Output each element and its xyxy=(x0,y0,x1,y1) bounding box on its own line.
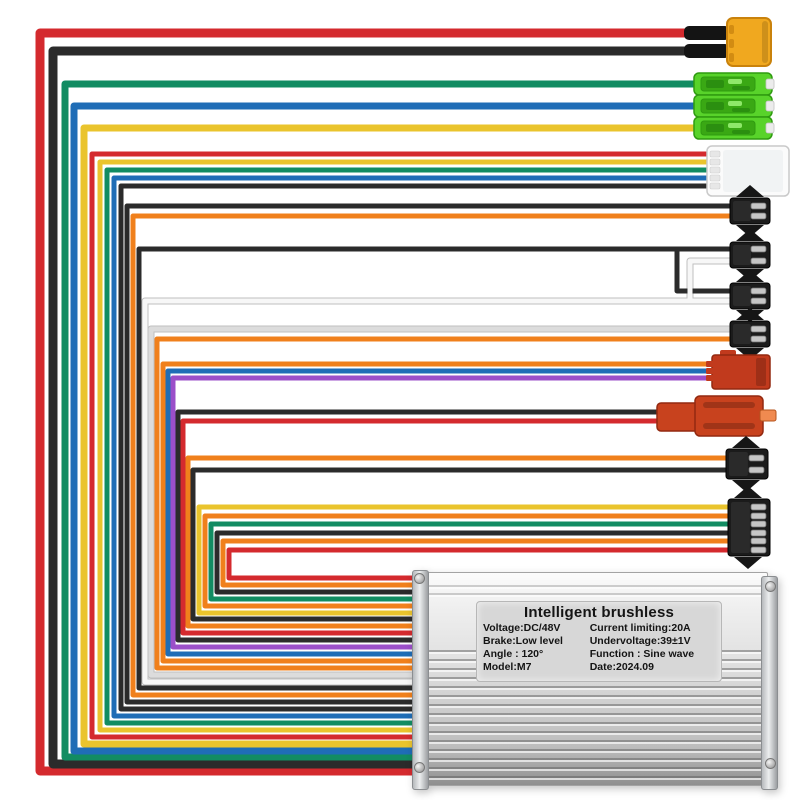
xt60-battery-connector xyxy=(684,17,772,67)
controller-left-flange xyxy=(412,570,429,790)
spec-angle: Angle : 120° xyxy=(483,648,544,660)
orange-wire xyxy=(202,513,734,609)
spec-model: Model:M7 xyxy=(483,661,532,673)
yellow-wire xyxy=(196,504,734,616)
yellow-wire xyxy=(97,159,714,733)
spec-grid: Voltage:DC/48V Current limiting:20A Brak… xyxy=(483,622,715,674)
screw-icon xyxy=(414,573,425,584)
black-wire xyxy=(674,249,734,294)
orange-wire xyxy=(130,213,734,698)
spec-function: Function : Sine wave xyxy=(589,648,695,660)
spec-current: Current limiting:20A xyxy=(589,622,691,634)
screw-icon xyxy=(765,758,776,769)
jst-red-3pin-connector xyxy=(706,350,771,390)
orange-wire xyxy=(185,455,730,629)
heatshrink-sleeve xyxy=(684,26,730,40)
red-plug-pair-connector xyxy=(656,395,777,437)
red-wire xyxy=(89,151,714,740)
controller: Intelligent brushless Voltage:DC/48V Cur… xyxy=(412,568,778,790)
red-wire xyxy=(180,418,664,636)
green-wire xyxy=(61,80,704,761)
black-wire xyxy=(118,183,714,712)
spec-label: Intelligent brushless Voltage:DC/48V Cur… xyxy=(476,601,722,682)
spec-voltage: Voltage:DC/48V xyxy=(483,622,561,634)
white-wire-outline xyxy=(686,257,734,301)
connector-latch-wing xyxy=(736,270,764,282)
white-wire xyxy=(687,258,734,301)
connector-latch-wing xyxy=(736,229,764,241)
spec-undervoltage: Undervoltage:39±1V xyxy=(589,635,691,647)
fuse-holder-3 xyxy=(693,116,775,140)
black-wire xyxy=(124,203,734,705)
green-wire xyxy=(208,521,734,602)
sm-2pin-connector-4 xyxy=(729,308,771,360)
connector-latch-wing xyxy=(736,185,764,197)
spec-brake: Brake:Low level xyxy=(483,635,563,647)
black-wire xyxy=(214,530,734,595)
connector-latch-wing xyxy=(732,436,760,448)
sm-6pin-connector xyxy=(727,486,771,569)
device-title: Intelligent brushless xyxy=(523,604,675,621)
connector-latch-wing xyxy=(736,348,764,360)
wires-layer xyxy=(35,28,734,776)
connector-latch-wing xyxy=(734,557,762,569)
sm-2pin-connector-1 xyxy=(729,185,771,237)
spec-date: Date:2024.09 xyxy=(589,661,654,673)
screw-icon xyxy=(414,762,425,773)
red-wire xyxy=(226,547,734,581)
screw-icon xyxy=(765,581,776,592)
black-wire xyxy=(48,46,700,769)
black-wire xyxy=(136,246,734,691)
grey-wire xyxy=(148,326,734,678)
blue-wire xyxy=(111,175,714,719)
black-wire xyxy=(190,467,730,622)
yellow-wire xyxy=(80,124,704,748)
fuse-holder-2 xyxy=(693,94,775,118)
orange-wire xyxy=(154,336,734,671)
white-wire xyxy=(142,298,734,685)
fuse-holder-1 xyxy=(693,72,775,96)
blue-wire xyxy=(165,368,718,657)
blue-wire xyxy=(70,102,704,755)
heatshrink-sleeve xyxy=(684,44,730,58)
connector-latch-wing xyxy=(732,480,760,492)
black-wire xyxy=(175,409,664,643)
controller-right-flange xyxy=(761,576,778,790)
orange-wire xyxy=(160,361,718,664)
controller-top-ridges xyxy=(425,581,767,597)
connector-latch-wing xyxy=(736,308,764,320)
connector-latch-wing xyxy=(734,486,762,498)
purple-wire xyxy=(170,375,718,650)
sm-2pin-connector-3 xyxy=(729,270,771,322)
red-wire xyxy=(35,28,700,776)
orange-wire xyxy=(220,538,734,588)
green-wire xyxy=(104,167,714,726)
sm-2pin-connector-5 xyxy=(725,436,769,492)
